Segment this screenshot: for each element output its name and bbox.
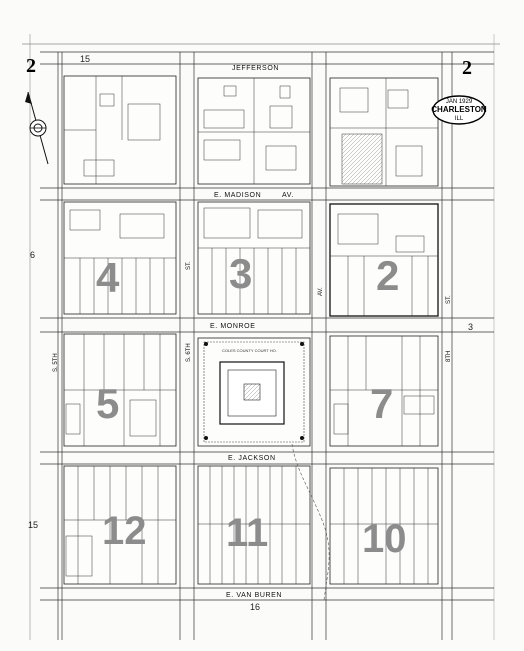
street-fifth: S. 5TH [53, 353, 59, 372]
street-madison: E. MADISON [214, 192, 261, 199]
courthouse-label: COLES COUNTY COURT HO. [222, 348, 277, 353]
north-arrow-icon [25, 91, 49, 165]
street-monroe: E. MONROE [210, 323, 255, 330]
street-eighth: 8TH [446, 351, 452, 362]
cartouche-date: JAN 1929 [446, 99, 473, 105]
edge-number-left-low: 15 [28, 520, 38, 530]
cartouche-city: CHARLESTON [431, 105, 487, 114]
date-cartouche: JAN 1929 CHARLESTON ILL [431, 95, 487, 125]
street-st-right: ST. [446, 295, 452, 304]
edge-number-left-mid: 6 [30, 250, 35, 260]
street-grid [40, 51, 494, 640]
sheet-number-7[interactable]: 7 [370, 380, 393, 427]
corner-number-right: 2 [462, 57, 472, 79]
edge-number-top: 15 [80, 54, 90, 64]
sheet-number-10[interactable]: 10 [362, 517, 407, 561]
edge-number-right-mid: 3 [468, 322, 473, 332]
building-lines [64, 76, 438, 584]
corner-number-left: 2 [26, 55, 36, 77]
street-van-buren: E. VAN BUREN [226, 592, 282, 599]
sheet-number-11[interactable]: 11 [226, 511, 268, 555]
street-jackson: E. JACKSON [228, 455, 276, 462]
edge-number-bottom: 16 [250, 602, 260, 612]
sheet-number-3[interactable]: 3 [229, 250, 252, 297]
sheet-number-12[interactable]: 12 [102, 509, 147, 553]
cartouche-state: ILL [455, 116, 464, 122]
sheet-number-5[interactable]: 5 [96, 380, 119, 427]
street-av: AV. [318, 287, 324, 296]
street-sixth: S. 6TH [186, 343, 192, 362]
sheet-number-2[interactable]: 2 [376, 252, 399, 299]
street-seventh: ST. [186, 261, 192, 270]
street-jefferson: JEFFERSON [232, 65, 279, 72]
courthouse-square [203, 341, 330, 601]
sheet-number-4[interactable]: 4 [96, 254, 120, 301]
street-madison-suffix: AV. [282, 192, 294, 199]
